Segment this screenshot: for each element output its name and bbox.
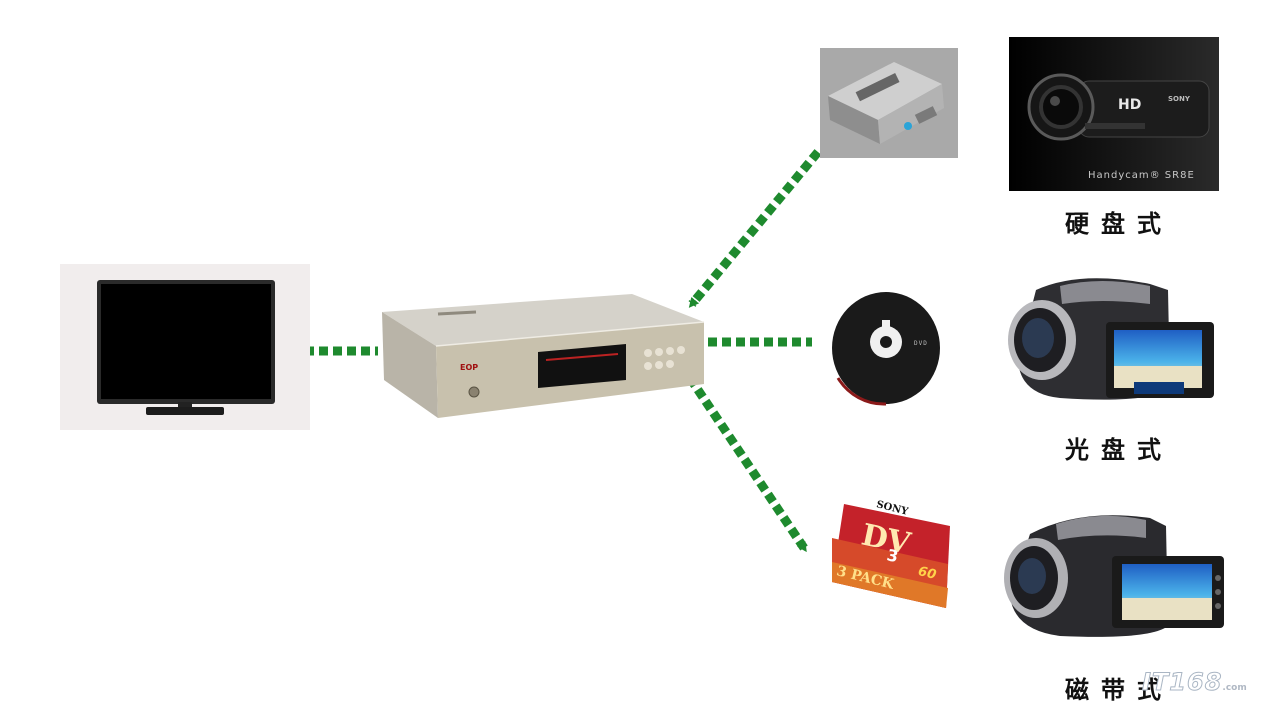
media-player-icon: EOP [382, 294, 705, 418]
television-icon [97, 280, 275, 415]
hdd-module-icon [828, 62, 944, 144]
tape-camcorder-icon [1004, 515, 1224, 637]
disc-label: DVD [914, 340, 928, 347]
watermark-domain: .com [1222, 683, 1247, 693]
camcorder-brand: SONY [1168, 95, 1190, 103]
link-player-hdd [688, 149, 822, 308]
watermark: IT168.com [1141, 668, 1247, 697]
link-player-tape [686, 375, 808, 553]
caption-dvd-type: 光盘式 [1065, 435, 1173, 464]
dvd-camcorder-icon [1008, 278, 1214, 400]
caption-tape-type: 磁带式 [1065, 675, 1173, 704]
dvd-disc-icon [832, 292, 940, 406]
svg-text:3: 3 [885, 545, 900, 566]
dvd-camcorder-panel [1000, 270, 1225, 420]
minidv-tape-pack-icon: DV 3 [832, 504, 950, 608]
hdd-camcorder-panel [1009, 37, 1219, 191]
tape-pack-panel: DV 3 [830, 498, 952, 610]
dvd-disc-panel [826, 292, 966, 412]
watermark-text: IT168 [1141, 668, 1223, 697]
hdd-camcorder-icon [1009, 37, 1219, 191]
tape-camcorder-panel [1000, 498, 1230, 648]
svg-text:EOP: EOP [460, 363, 478, 372]
camcorder-model: Handycam® SR8E [1088, 170, 1195, 181]
camcorder-hd-badge: HD [1118, 97, 1142, 113]
hdd-module-panel [820, 48, 958, 158]
caption-hdd-type: 硬盘式 [1065, 209, 1173, 238]
media-player: EOP [378, 290, 708, 420]
television-panel [60, 264, 310, 430]
